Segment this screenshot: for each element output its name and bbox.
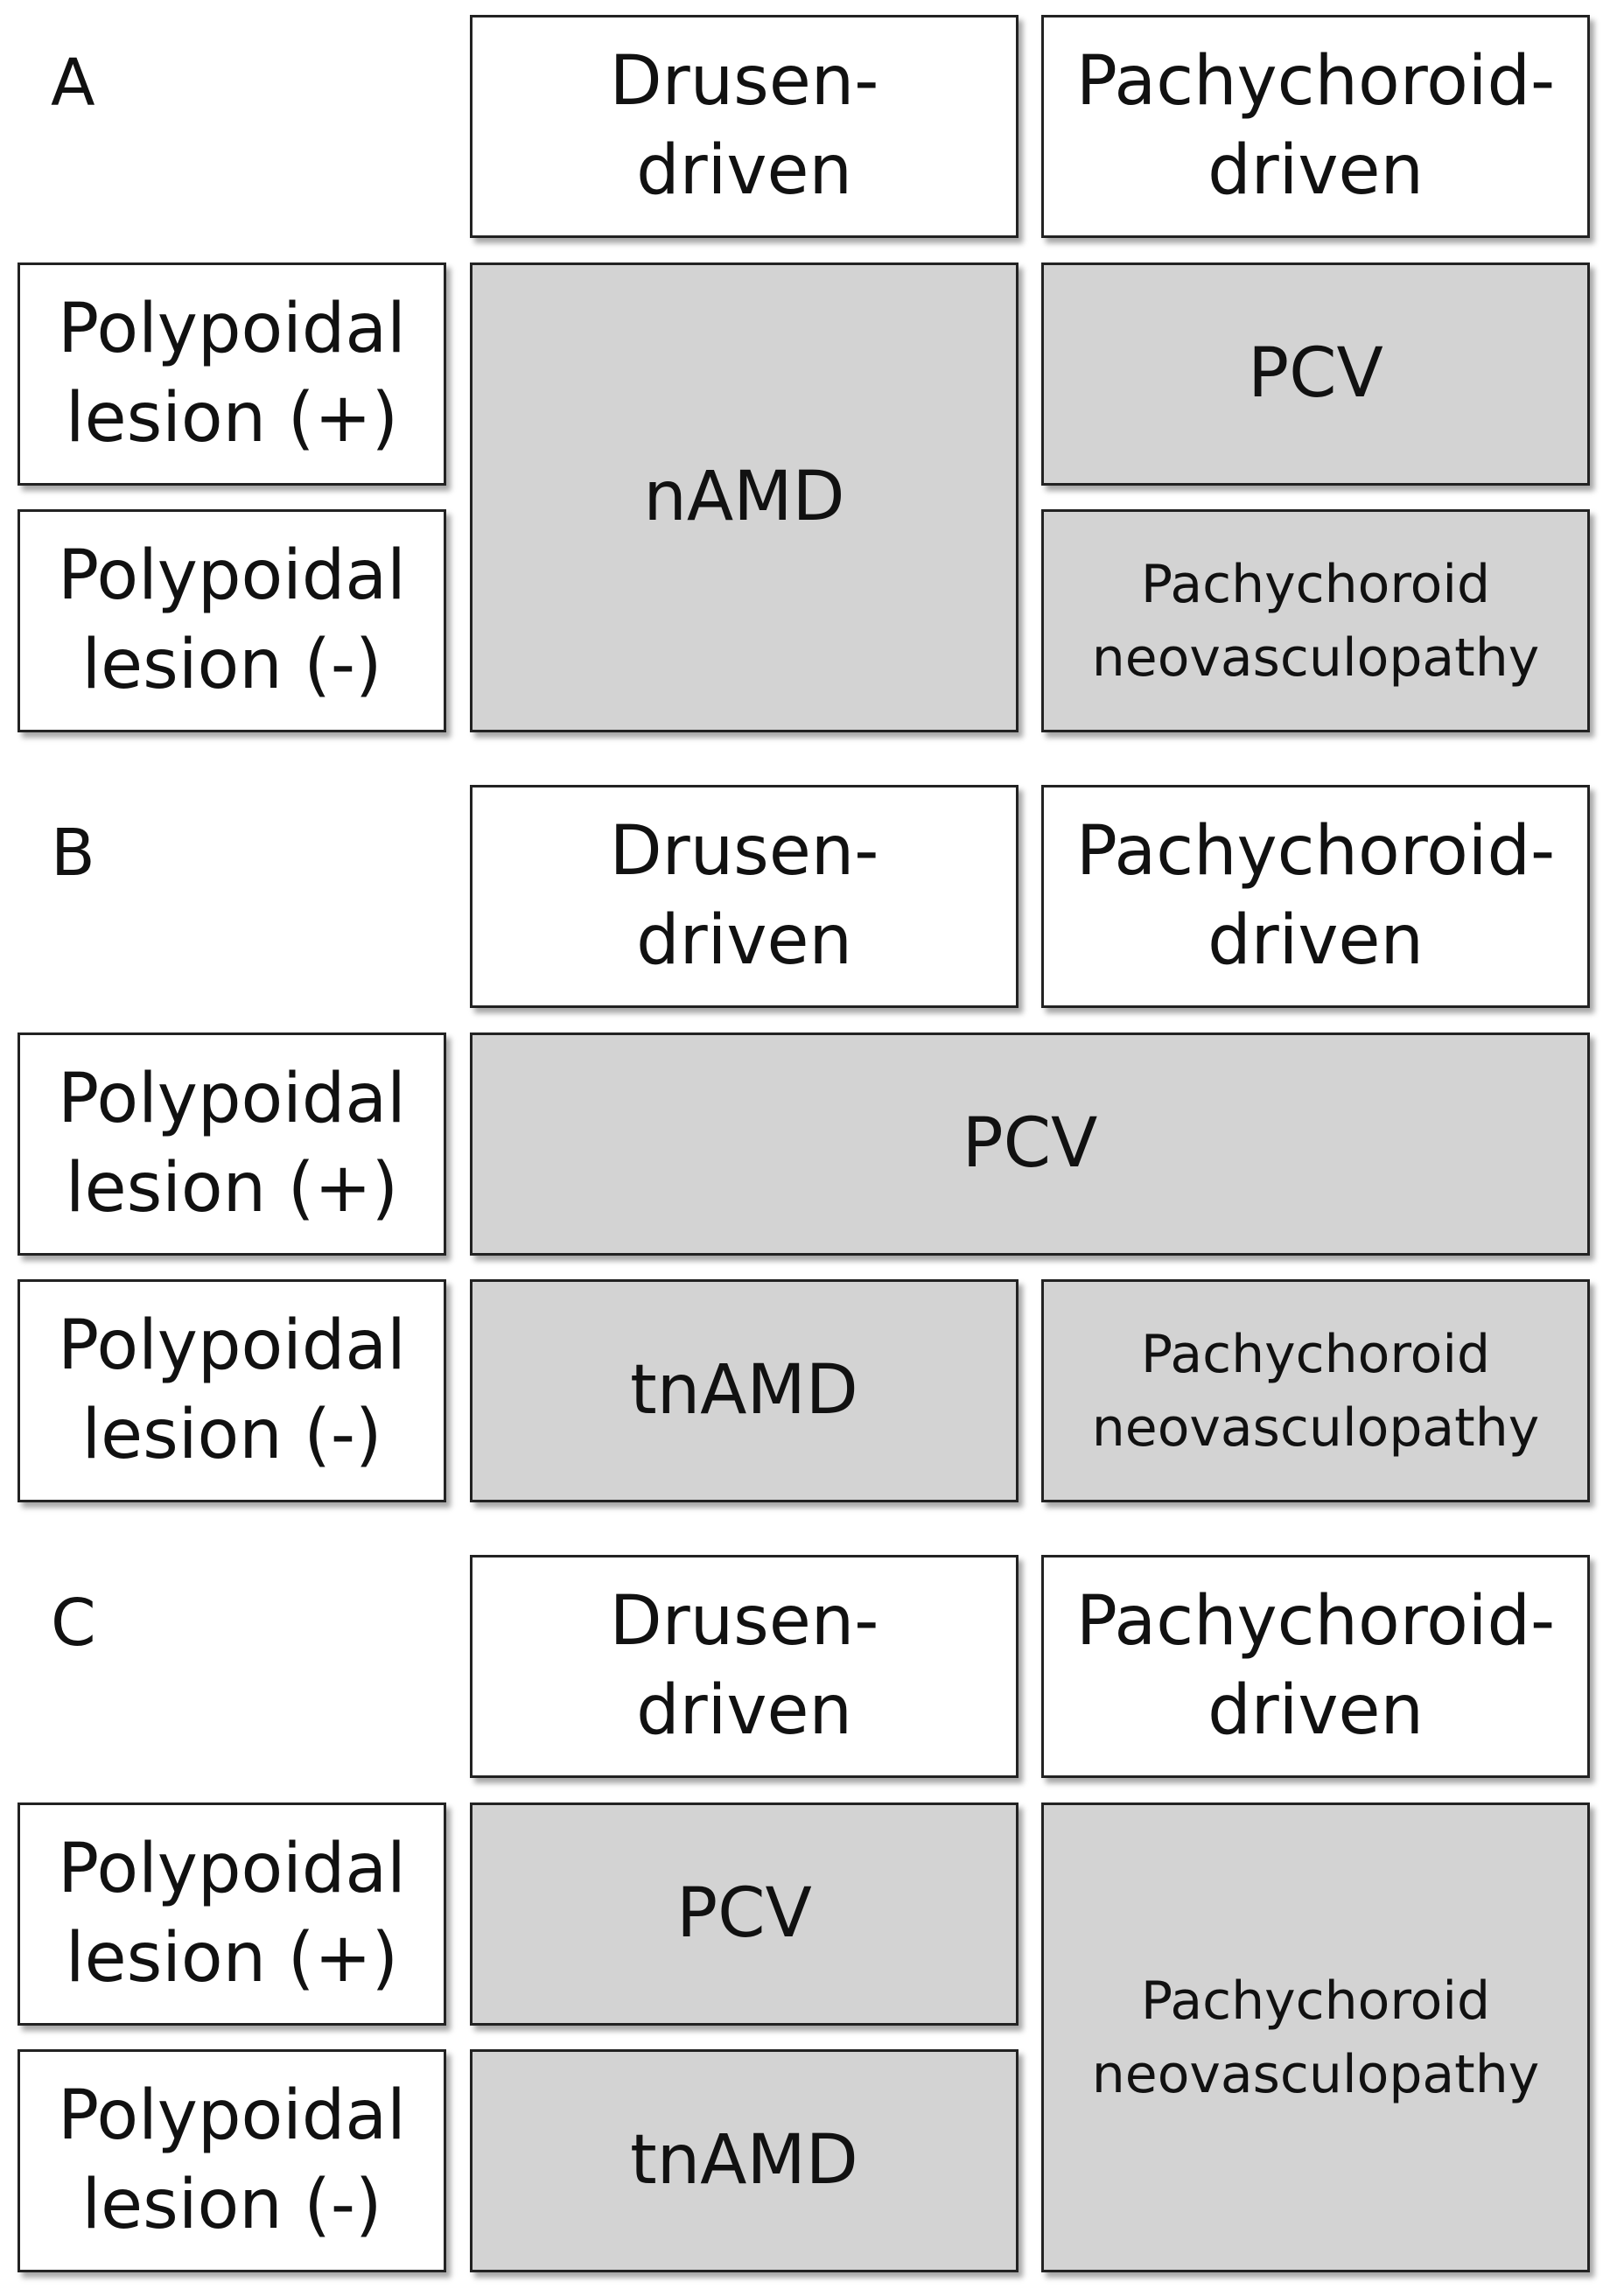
col-header-pachychoroid: Pachychoroid- driven — [1041, 1555, 1590, 1778]
panel-a: A Drusen- driven Pachychoroid- driven Po… — [0, 0, 1610, 752]
row-header-polypoidal-negative: Polypoidal lesion (-) — [18, 509, 446, 732]
col-header-pachychoroid: Pachychoroid- driven — [1041, 785, 1590, 1008]
panel-label: C — [51, 1586, 96, 1661]
col-header-drusen: Drusen- driven — [470, 1555, 1018, 1778]
col-header-drusen: Drusen- driven — [470, 15, 1018, 238]
cell-pcv: PCV — [470, 1032, 1590, 1256]
row-header-polypoidal-positive: Polypoidal lesion (+) — [18, 1802, 446, 2026]
panel-b: B Drusen- driven Pachychoroid- driven Po… — [0, 770, 1610, 1522]
cell-namd: nAMD — [470, 262, 1018, 732]
cell-pcv: PCV — [1041, 262, 1590, 486]
cell-pcv: PCV — [470, 1802, 1018, 2026]
row-header-polypoidal-positive: Polypoidal lesion (+) — [18, 1032, 446, 1256]
cell-pachychoroid-neovasculopathy: Pachychoroid neovasculopathy — [1041, 1802, 1590, 2272]
panel-c: C Drusen- driven Pachychoroid- driven Po… — [0, 1540, 1610, 2292]
panel-label: B — [51, 816, 95, 891]
panel-label: A — [51, 46, 95, 121]
row-header-polypoidal-negative: Polypoidal lesion (-) — [18, 1279, 446, 1502]
cell-tnamd: tnAMD — [470, 2049, 1018, 2272]
cell-pachychoroid-neovasculopathy: Pachychoroid neovasculopathy — [1041, 1279, 1590, 1502]
row-header-polypoidal-negative: Polypoidal lesion (-) — [18, 2049, 446, 2272]
col-header-pachychoroid: Pachychoroid- driven — [1041, 15, 1590, 238]
col-header-drusen: Drusen- driven — [470, 785, 1018, 1008]
row-header-polypoidal-positive: Polypoidal lesion (+) — [18, 262, 446, 486]
cell-pachychoroid-neovasculopathy: Pachychoroid neovasculopathy — [1041, 509, 1590, 732]
cell-tnamd: tnAMD — [470, 1279, 1018, 1502]
